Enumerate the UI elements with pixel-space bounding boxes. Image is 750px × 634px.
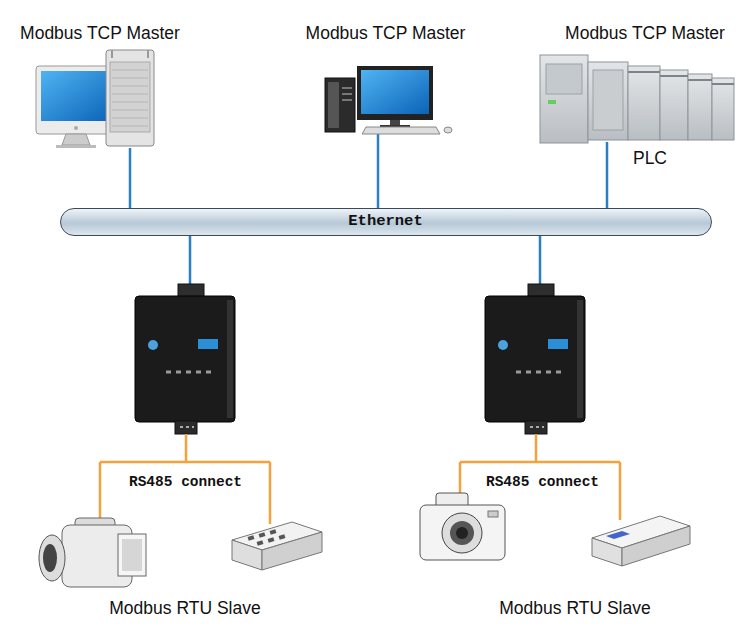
switch-port (259, 532, 266, 538)
gateway-badge (198, 339, 218, 349)
gateway-badge (548, 339, 568, 349)
terminal-screws (530, 426, 544, 428)
terminal-screws (180, 426, 194, 428)
plc-module-tops (628, 72, 734, 84)
ethernet-cable (606, 142, 609, 208)
tower-grille (110, 62, 150, 132)
pc-mouse (444, 127, 452, 133)
camera-lens-ring (450, 521, 474, 545)
modbus-gateway (485, 284, 585, 434)
gateway-bottom-terminal (525, 421, 547, 434)
plc-module-front (593, 70, 623, 130)
node-label: Modbus RTU Slave (490, 597, 660, 619)
gateway-bottom-terminal (175, 421, 197, 434)
gateway-logo (498, 340, 508, 350)
plc-module (540, 55, 588, 143)
desktop-pc (325, 66, 452, 134)
modbus-gateway (135, 284, 235, 434)
wire-label: RS485 connect (475, 472, 610, 492)
node-label: Modbus TCP Master (298, 22, 473, 44)
ethernet-drop-wire (190, 236, 540, 286)
node-label: Modbus TCP Master (10, 22, 190, 44)
switch-port (279, 534, 286, 540)
wire-label: RS485 connect (118, 472, 253, 492)
switch-port (257, 540, 264, 546)
slave-device (592, 516, 690, 566)
switch-side (262, 532, 322, 570)
camcorder-lens-glass (43, 544, 57, 572)
plc-module (588, 62, 628, 140)
camera-body (420, 505, 505, 560)
gateway-leds (516, 371, 561, 374)
device-front (592, 538, 622, 566)
plc-device: Modbus TCP MasterPLC (535, 20, 740, 142)
pc-keyboard (362, 127, 440, 134)
pc-front-panel (328, 82, 339, 128)
switch-port (248, 535, 255, 541)
camera-lens-glass (456, 527, 468, 539)
gateway-side (577, 300, 583, 418)
pc-tower (325, 78, 355, 132)
slave-group: Modbus RTU Slave (410, 480, 700, 624)
node-label: Ethernet (61, 209, 710, 234)
tower-case (106, 50, 154, 146)
camcorder-screen (118, 534, 146, 576)
photo-camera (420, 493, 505, 560)
ethernet-cable (129, 148, 132, 208)
monitor-base (56, 145, 96, 148)
gateway-logo (148, 340, 158, 350)
plc-led (548, 100, 556, 104)
plc-module (628, 66, 660, 140)
device-side (622, 526, 690, 566)
switch-port (268, 537, 275, 543)
ethernet-bus: Ethernet (60, 208, 712, 236)
logo-dot (74, 126, 78, 130)
monitor-frame (36, 66, 116, 134)
plc-module (712, 78, 734, 140)
gateway-leds (166, 371, 211, 374)
camcorder-screen-inner (122, 539, 142, 571)
plc-module (660, 70, 688, 140)
ethernet-cable (377, 134, 380, 208)
device-label (606, 531, 630, 539)
gateway-side (227, 300, 233, 418)
pc-drive-bays (342, 88, 352, 100)
camera-lens (442, 513, 482, 553)
master-device: Modbus TCP Master (10, 20, 190, 148)
rs485-wire (100, 434, 270, 524)
node-sublabel: PLC (625, 147, 675, 169)
camcorder (39, 518, 146, 587)
network-switch (232, 522, 322, 570)
pc-monitor (357, 66, 433, 120)
gateway-body (485, 296, 585, 422)
slave-group: Modbus RTU Slave (30, 490, 330, 624)
camcorder-lens (39, 535, 65, 581)
tower-grille-lines (112, 70, 148, 126)
master-device: Modbus TCP Master (298, 20, 473, 134)
plc-module-front (546, 64, 582, 94)
gateway-body (135, 296, 235, 422)
imac-computer (36, 50, 154, 148)
node-label: Modbus TCP Master (535, 22, 750, 44)
switch-port (270, 529, 277, 535)
pc-screen (361, 70, 429, 114)
node-label: Modbus RTU Slave (100, 597, 270, 619)
plc-module (688, 74, 712, 140)
monitor-stand (62, 134, 90, 145)
plc-rack (540, 55, 734, 143)
monitor-screen (41, 71, 111, 121)
tower-handles (112, 50, 148, 58)
camera-flash (488, 511, 498, 517)
